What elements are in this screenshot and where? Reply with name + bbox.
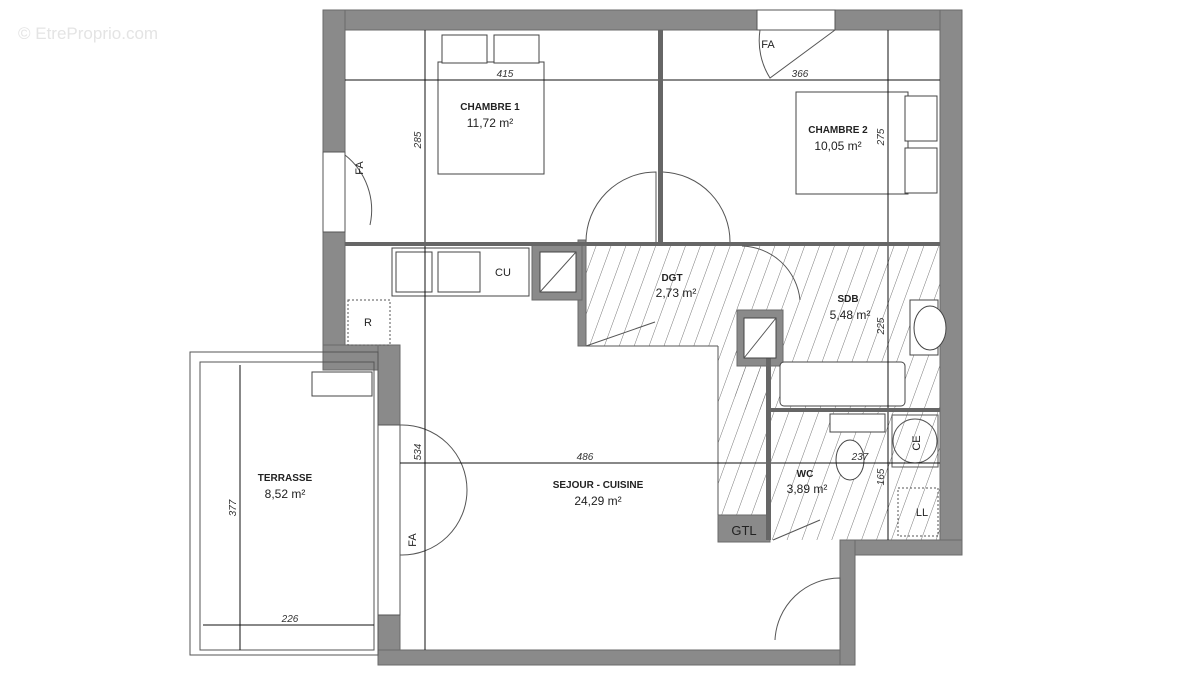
doors — [344, 29, 841, 641]
room-name-sejour: SEJOUR - CUISINE — [553, 480, 644, 491]
room-area-wc: 3,89 m² — [787, 482, 828, 496]
watermark: © EtreProprio.com — [18, 24, 159, 43]
dim-sdb-depth: 225 — [876, 317, 887, 335]
room-area-terrasse: 8,52 m² — [265, 487, 306, 501]
dim-terrasse-width: 226 — [281, 614, 299, 625]
dim-terrasse-depth: 377 — [228, 499, 239, 516]
label-fa-chambre2: FA — [761, 39, 775, 51]
dim-sejour-depth: 534 — [413, 443, 424, 460]
room-name-chambre-1: CHAMBRE 1 — [460, 102, 520, 113]
dim-chambre2-width: 366 — [792, 69, 809, 80]
room-name-dgt: DGT — [661, 273, 682, 284]
room-area-chambre-2: 10,05 m² — [814, 139, 861, 153]
label-ll: LL — [916, 507, 928, 519]
dim-sejour-width: 486 — [577, 452, 594, 463]
room-name-sdb: SDB — [837, 294, 858, 305]
room-area-sejour: 24,29 m² — [574, 494, 621, 508]
partitions — [345, 30, 940, 540]
label-cu: CU — [495, 267, 511, 279]
room-area-sdb: 5,48 m² — [830, 308, 871, 322]
dim-wc-depth: 165 — [876, 468, 887, 485]
room-area-dgt: 2,73 m² — [656, 286, 697, 300]
dim-chambre2-depth: 275 — [876, 128, 887, 146]
dim-chambre1-width: 415 — [497, 69, 514, 80]
room-name-wc: WC — [797, 469, 814, 480]
terrasse-outline — [189, 351, 379, 656]
label-fa-sejour: FA — [407, 533, 419, 547]
label-r: R — [364, 317, 372, 329]
room-name-terrasse: TERRASSE — [258, 473, 313, 484]
label-ce: CE — [911, 435, 923, 450]
room-name-chambre-2: CHAMBRE 2 — [808, 125, 868, 136]
dimension-lines — [203, 30, 940, 650]
room-area-chambre-1: 11,72 m² — [467, 116, 513, 130]
dim-wc-width: 237 — [851, 452, 869, 463]
label-fa-chambre1: FA — [354, 161, 366, 175]
furniture — [347, 34, 947, 537]
label-gtl: GTL — [731, 523, 756, 538]
dim-chambre1-depth: 285 — [413, 131, 424, 149]
